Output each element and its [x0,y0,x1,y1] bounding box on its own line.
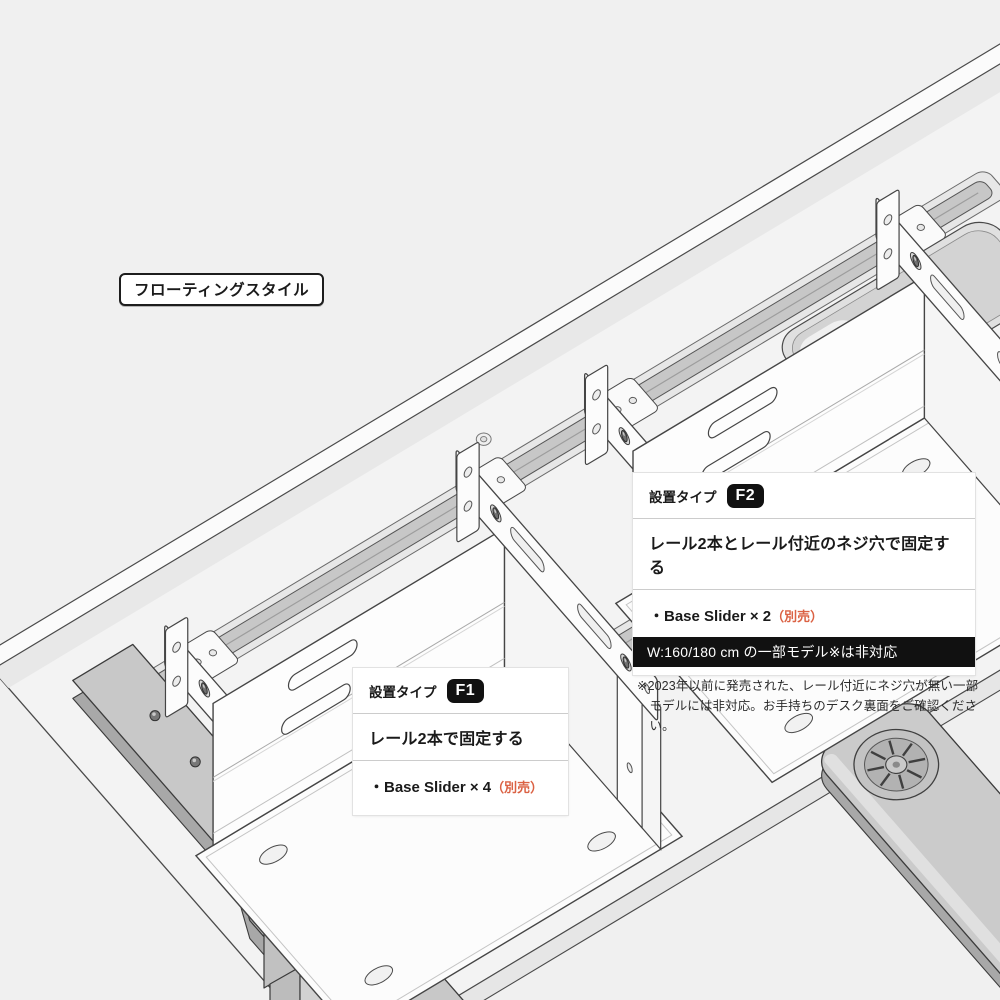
type-label: 設置タイプ [649,490,717,506]
callout-card-f1: 設置タイプ F1 レール2本で固定する ・Base Slider × 4（別売） [353,668,568,815]
type-badge-f1: F1 [446,679,485,704]
bracket-screw [619,424,630,448]
bracket-front-tab [457,441,479,542]
card-f2-header: 設置タイプ F2 [633,473,975,518]
footnote: ※2023年以前に発売された、レール付近にネジ穴が無い一部モデルには非対応。お手… [637,679,979,733]
foot-adjuster-dial [837,716,955,814]
mounting-bracket [456,441,658,845]
style-label: フローティングスタイル [119,273,325,306]
tray-handle-slot [708,385,777,441]
warning-bar: W:160/180 cm の一部モデル※は非対応 [633,637,975,667]
mounting-bracket [876,189,1000,593]
bracket-screw [491,501,502,525]
bracket-screw [621,650,632,674]
bracket-strap [876,197,1000,594]
card-f1-items: ・Base Slider × 4（別売） [353,760,568,815]
mounting-rail-front [94,168,1000,731]
crossbar-screw [150,711,160,721]
type-badge-f2: F2 [726,484,765,509]
desktop-front-edge [0,42,1000,670]
card-f1-method: レール2本で固定する [353,713,568,760]
bracket-strap [456,449,658,846]
bracket-front-tab [585,364,607,465]
crossbar-screw [190,757,200,767]
type-label: 設置タイプ [369,685,437,701]
bracket-front-tab [877,189,899,290]
list-item: ・Base Slider × 4（別売） [369,779,544,797]
list-item: ・Base Slider × 2（別売） [649,608,824,626]
note-sold-separately: （別売） [771,609,824,625]
card-f2-method: レール2本とレール付近のネジ穴で固定する [633,518,975,589]
desk-foot [811,695,1000,1000]
bracket-screw [910,249,921,273]
tray-handle-slot [288,637,357,693]
card-f1-header: 設置タイプ F1 [353,668,568,713]
bracket-screw [199,676,210,700]
tray-handle-slot [282,681,351,737]
note-sold-separately: （別売） [491,780,544,796]
bracket-front-tab [165,617,187,718]
